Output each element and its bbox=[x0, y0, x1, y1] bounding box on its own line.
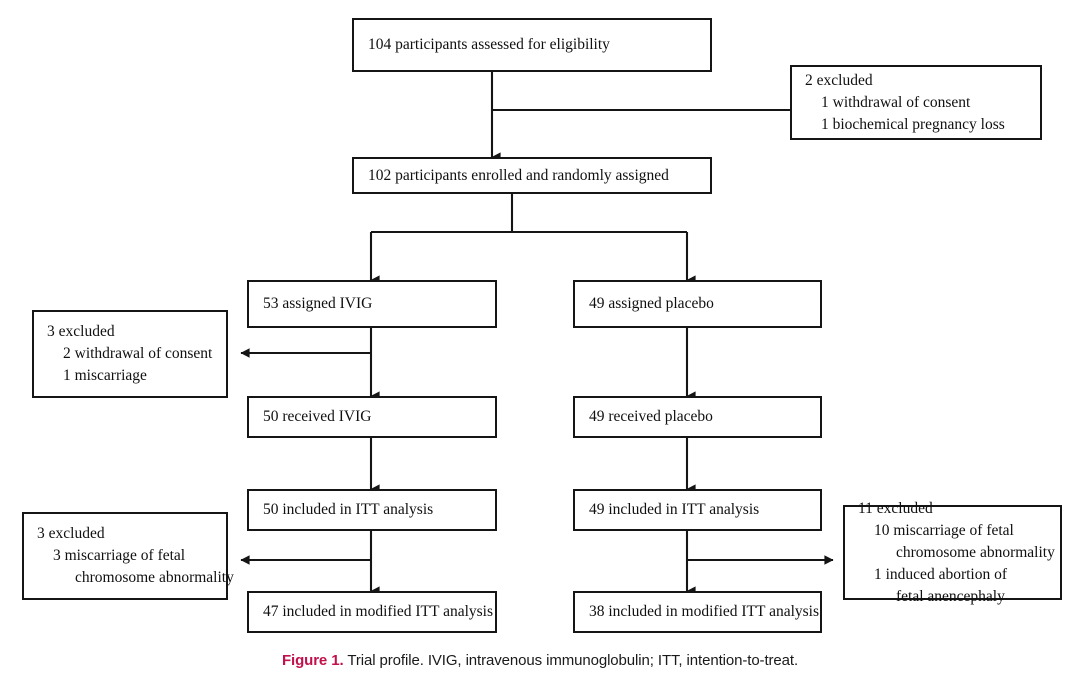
node-excluded-mitt-placebo-line-4: fetal anencephaly bbox=[896, 587, 1005, 605]
node-excluded-before-mitt-placebo: 11 excluded 10 miscarriage of fetal chro… bbox=[843, 500, 1062, 605]
node-assigned-ivig-line-0: 53 assigned IVIG bbox=[263, 295, 373, 312]
node-received-ivig-line-0: 50 received IVIG bbox=[263, 408, 372, 425]
node-excluded-mitt-ivig-line-2: chromosome abnormality bbox=[75, 569, 234, 586]
node-excluded-mitt-ivig-line-0: 3 excluded bbox=[37, 525, 105, 542]
node-itt-placebo: 49 included in ITT analysis bbox=[573, 489, 822, 531]
node-assigned-placebo-line-0: 49 assigned placebo bbox=[589, 295, 714, 312]
node-mitt-placebo-line-0: 38 included in modified ITT analysis bbox=[589, 603, 820, 620]
node-itt-ivig-line-0: 50 included in ITT analysis bbox=[263, 501, 434, 518]
node-excluded-mitt-ivig-line-1: 3 miscarriage of fetal bbox=[53, 547, 186, 564]
node-excluded-mitt-placebo-line-3: 1 induced abortion of bbox=[874, 565, 1008, 583]
node-assessed-for-eligibility: 104 participants assessed for eligibilit… bbox=[352, 18, 712, 72]
node-received-ivig: 50 received IVIG bbox=[247, 396, 497, 438]
node-excluded-mitt-placebo-line-1: 10 miscarriage of fetal bbox=[874, 521, 1014, 539]
node-received-placebo: 49 received placebo bbox=[573, 396, 822, 438]
node-received-placebo-line-0: 49 received placebo bbox=[589, 408, 713, 425]
node-itt-placebo-line-0: 49 included in ITT analysis bbox=[589, 501, 760, 518]
figure-caption-label: Figure 1. bbox=[281, 652, 344, 669]
node-mitt-ivig-line-0: 47 included in modified ITT analysis bbox=[263, 603, 494, 620]
node-assigned-placebo: 49 assigned placebo bbox=[573, 280, 822, 328]
node-excluded-screening-line-2: 1 biochemical pregnancy loss bbox=[821, 115, 1005, 133]
figure-caption-text: Trial profile. IVIG, intravenous immunog… bbox=[343, 652, 799, 669]
node-excluded-screening-line-1: 1 withdrawal of consent bbox=[821, 93, 971, 111]
node-excluded-ivig-line-2: 1 miscarriage bbox=[63, 367, 147, 384]
node-excluded-ivig-line-1: 2 withdrawal of consent bbox=[63, 345, 213, 362]
node-assessed-line-0: 104 participants assessed for eligibilit… bbox=[368, 36, 610, 53]
node-mitt-ivig: 47 included in modified ITT analysis bbox=[247, 591, 497, 633]
node-excluded-screening-line-0: 2 excluded bbox=[805, 71, 873, 89]
node-excluded-after-ivig-assignment: 3 excluded 2 withdrawal of consent 1 mis… bbox=[32, 310, 228, 398]
figure-caption: Figure 1. Trial profile. IVIG, intraveno… bbox=[0, 652, 1080, 669]
node-excluded-mitt-placebo-line-2: chromosome abnormality bbox=[896, 543, 1055, 561]
node-excluded-ivig-line-0: 3 excluded bbox=[47, 323, 115, 340]
node-excluded-screening: 2 excluded 1 withdrawal of consent 1 bio… bbox=[790, 65, 1042, 140]
node-mitt-placebo: 38 included in modified ITT analysis bbox=[573, 591, 822, 633]
node-enrolled-randomised: 102 participants enrolled and randomly a… bbox=[352, 157, 712, 194]
node-assigned-ivig: 53 assigned IVIG bbox=[247, 280, 497, 328]
node-enrolled-line-0: 102 participants enrolled and randomly a… bbox=[368, 166, 669, 184]
node-itt-ivig: 50 included in ITT analysis bbox=[247, 489, 497, 531]
node-excluded-mitt-placebo-line-0: 11 excluded bbox=[858, 499, 933, 517]
node-excluded-before-mitt-ivig: 3 excluded 3 miscarriage of fetal chromo… bbox=[22, 512, 234, 600]
